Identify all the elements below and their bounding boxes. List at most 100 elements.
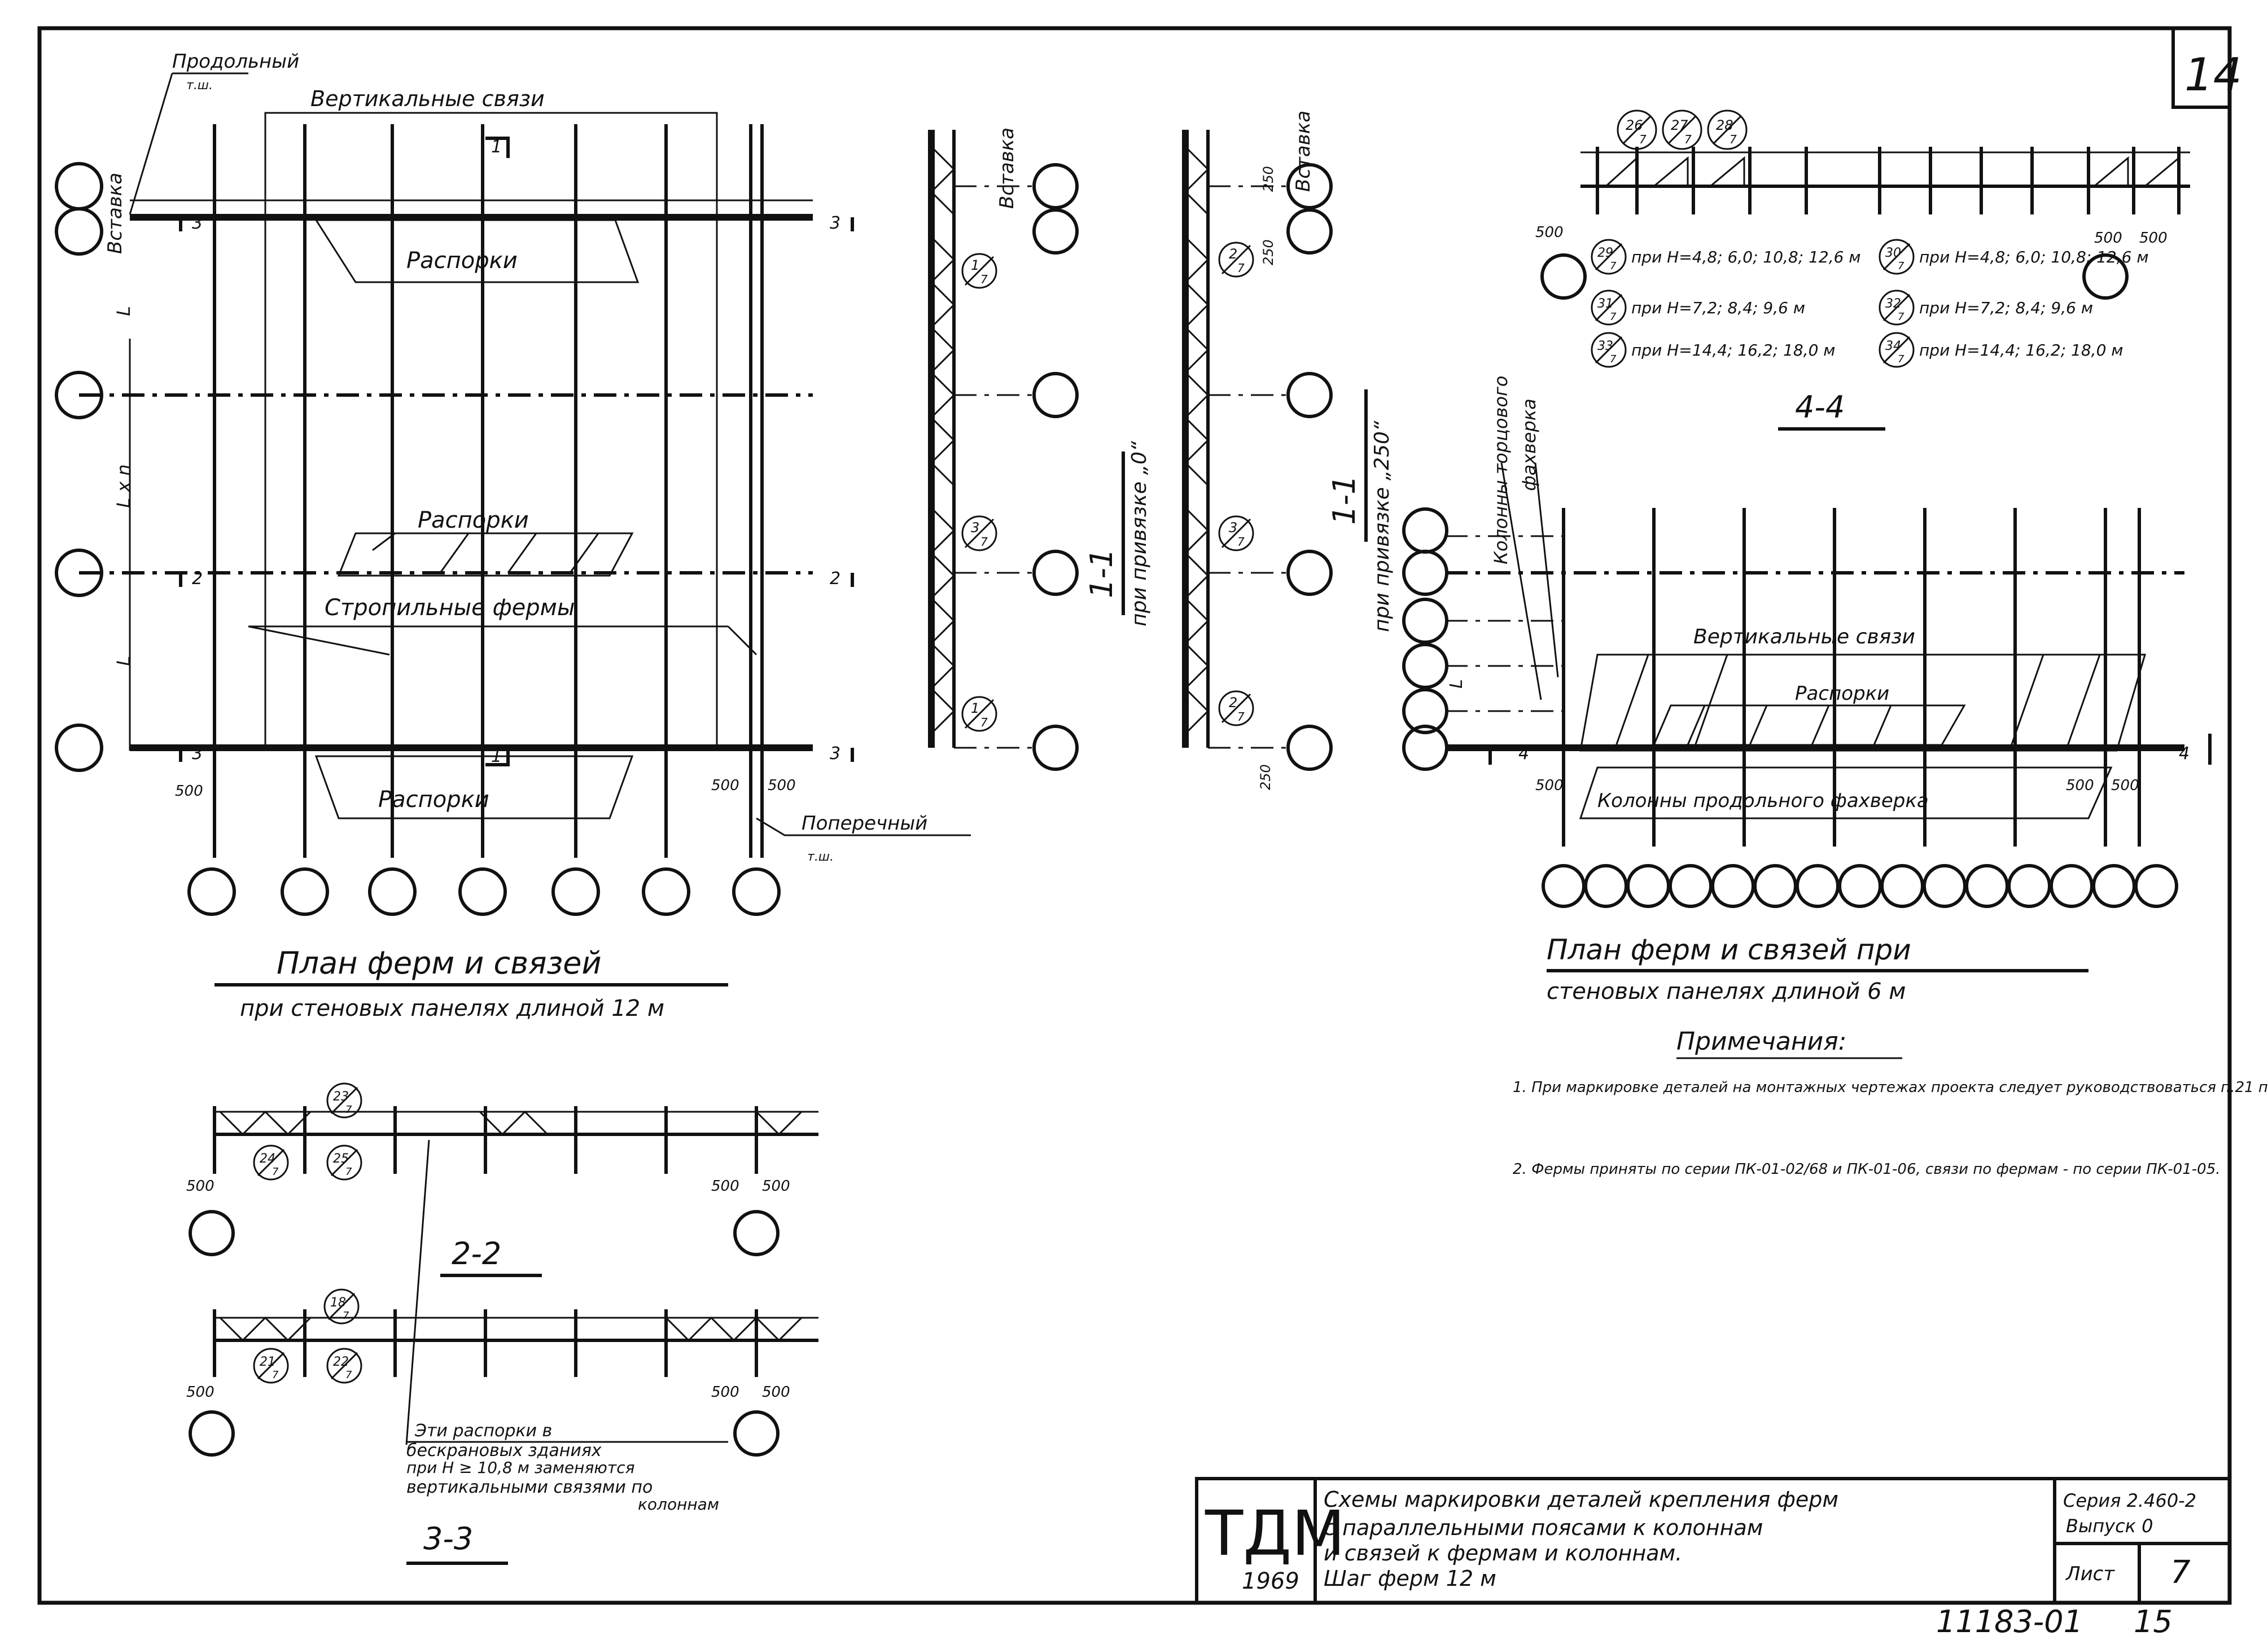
section-1-1-b-mark-1: 3 7 [1218, 515, 1254, 551]
title-block-stamp-page: 15 [2134, 1604, 2173, 1639]
svg-text:26: 26 [1626, 117, 1643, 133]
plan-12m-label-struts-top: Распорки [406, 248, 518, 274]
svg-text:7: 7 [1610, 260, 1617, 272]
plan-12m-axis-circles-left [55, 162, 103, 772]
svg-text:30: 30 [1885, 246, 1901, 260]
svg-text:21: 21 [260, 1355, 275, 1369]
plan-6m-label-struts: Распорки [1795, 682, 1889, 705]
svg-text:7: 7 [1684, 133, 1692, 146]
title-block-sheet-value: 7 [2170, 1554, 2191, 1591]
svg-text:28: 28 [1716, 117, 1733, 133]
svg-text:7: 7 [345, 1369, 352, 1381]
section-1-1-b-mark-2: 2 7 [1218, 690, 1254, 726]
plan-12m-section-2-left: 2 [192, 569, 203, 589]
section-4-4-title: 4-4 [1795, 389, 1845, 425]
svg-text:7: 7 [1610, 311, 1617, 323]
plan-6m-label-end-columns-2: фахверка [1518, 398, 1540, 491]
plan-12m-dim-left: 500 [175, 783, 203, 800]
plan-12m-dim-span-1: L [113, 306, 134, 316]
plan-12m-subtitle: при стеновых панелях длиной 12 м [240, 996, 664, 1021]
section-4-4: 500 500 500 26 7 27 7 28 7 29 7 при H=4, [1535, 109, 2190, 431]
notes-item-2: 2. Фермы приняты по серии ПК-01-02/68 и … [1513, 1161, 2221, 1178]
sheet-number: 14 [2184, 49, 2242, 101]
svg-text:7: 7 [1898, 311, 1904, 323]
section-3-3-dim-left: 500 [186, 1384, 214, 1401]
plan-12m-dim-right-1: 500 [711, 777, 739, 794]
title-block: ТДМ 1969 Схемы маркировки деталей крепле… [1195, 1477, 2231, 1639]
section-1-1-a-mark-0: 1 7 [961, 253, 997, 289]
svg-text:31: 31 [1597, 297, 1613, 311]
section-3-3-mark-0: 18 7 [323, 1288, 360, 1325]
svg-text:1: 1 [971, 257, 979, 273]
section-1-1-a-title: 1-1 [1084, 549, 1119, 598]
title-block-desc-4: Шаг ферм 12 м [1324, 1566, 1496, 1591]
svg-text:7: 7 [980, 716, 988, 729]
section-2-2-dim-right-2: 500 [762, 1178, 790, 1195]
plan-6m-axis-circles-left [1402, 507, 1448, 771]
svg-text:7: 7 [343, 1310, 349, 1322]
section-1-1-b-insert: Вставка [1292, 111, 1315, 192]
svg-text:2: 2 [1229, 695, 1237, 711]
svg-text:7: 7 [1610, 353, 1617, 365]
section-3-3-note-line-1: Эти распорки в [414, 1421, 552, 1441]
section-4-4-dim-right-1: 500 [2094, 230, 2122, 247]
section-1-1-a: 1 7 3 7 1 7 Вставка 1-1 при привязке „0“ [928, 128, 1151, 771]
svg-text:18: 18 [330, 1296, 346, 1310]
svg-text:33: 33 [1597, 339, 1613, 353]
svg-text:при H=7,2; 8,4; 9,6 м: при H=7,2; 8,4; 9,6 м [1631, 299, 1805, 317]
svg-text:7: 7 [1898, 260, 1904, 272]
svg-text:7: 7 [1898, 353, 1904, 365]
svg-text:23: 23 [333, 1090, 349, 1104]
title-block-year: 1969 [1242, 1568, 1299, 1594]
plan-6m-section-4-right: 4 [2179, 744, 2190, 764]
sheet-frame [37, 26, 2232, 1605]
plan-6m: 4 4 Колонны торцового фахверка Вертикаль… [1402, 376, 2212, 1005]
svg-text:7: 7 [1730, 133, 1737, 146]
title-block-desc-3: и связей к фермам и колоннам. [1324, 1541, 1682, 1566]
svg-text:24: 24 [260, 1152, 275, 1166]
section-4-4-legend-3: 32 7 при H=7,2; 8,4; 9,6 м [1879, 290, 2093, 326]
plan-6m-dim-left: 500 [1535, 777, 1564, 794]
svg-text:при H=14,4; 16,2; 18,0 м: при H=14,4; 16,2; 18,0 м [1919, 341, 2123, 359]
section-4-4-legend-2: 31 7 при H=7,2; 8,4; 9,6 м [1591, 290, 1805, 326]
section-4-4-legend-0: 29 7 при H=4,8; 6,0; 10,8; 12,6 м [1591, 239, 1860, 275]
svg-text:7: 7 [1237, 710, 1245, 723]
plan-6m-label-end-columns: Колонны торцового [1490, 376, 1512, 564]
plan-12m-label-longitudinal-sub: т.ш. [186, 78, 213, 93]
svg-text:при H=4,8; 6,0; 10,8; 12,6 м: при H=4,8; 6,0; 10,8; 12,6 м [1919, 248, 2148, 266]
title-block-desc-2: с параллельными поясами к колоннам [1324, 1515, 1763, 1540]
svg-text:7: 7 [1639, 133, 1647, 146]
section-1-1-a-subtitle: при привязке „0“ [1128, 441, 1151, 626]
title-block-logo: ТДМ [1205, 1497, 1345, 1569]
section-3-3-dim-right-2: 500 [762, 1384, 790, 1401]
plan-6m-subtitle: стеновых панелях длиной 6 м [1547, 979, 1906, 1005]
svg-text:7: 7 [1237, 261, 1245, 275]
section-3-3-title: 3-3 [423, 1521, 473, 1556]
plan-12m: Продольный т.ш. Вертикальные связи Встав… [55, 50, 971, 1021]
plan-6m-label-vertical-bracing: Вертикальные связи [1693, 625, 1915, 648]
section-2-2-title: 2-2 [452, 1236, 501, 1271]
section-3-3-note-line-2: бескрановых зданиях [406, 1441, 602, 1461]
plan-6m-label-long-columns: Колонны продольного фахверка [1597, 790, 1929, 812]
section-1-1-b-dim-bottom: 250 [1258, 764, 1273, 790]
notes-title: Примечания: [1676, 1027, 1847, 1056]
section-4-4-top-mark-0: 26 7 [1617, 109, 1657, 150]
plan-6m-section-4-left: 4 [1518, 744, 1529, 764]
section-2-2-dim-left: 500 [186, 1178, 214, 1195]
section-3-3: 18 7 21 7 22 7 500 500 500 Эти распорки … [186, 1139, 818, 1565]
plan-12m-dim-span-2: L x n [113, 464, 134, 508]
svg-text:7: 7 [272, 1166, 279, 1178]
section-1-1-a-mark-2: 1 7 [961, 696, 997, 732]
svg-text:7: 7 [1237, 535, 1245, 549]
section-1-1-b-subtitle: при привязке „250“ [1371, 420, 1394, 632]
plan-12m-section-2-right: 2 [830, 569, 840, 589]
svg-text:7: 7 [345, 1104, 352, 1116]
plan-6m-title: План ферм и связей при [1547, 933, 1911, 966]
plan-6m-axis-circles-bottom [1542, 864, 2178, 908]
plan-12m-section-1-top: 1 [491, 137, 502, 157]
section-1-1-b: 2 7 3 7 2 7 250 250 250 Вставка 1-1 при … [1182, 111, 1394, 790]
section-3-3-note: Эти распорки в бескрановых зданиях при H… [406, 1421, 728, 1514]
svg-text:1: 1 [971, 700, 979, 716]
plan-12m-label-trusses: Стропильные фермы [325, 595, 575, 621]
title-block-sheet-label: Лист [2065, 1563, 2115, 1585]
